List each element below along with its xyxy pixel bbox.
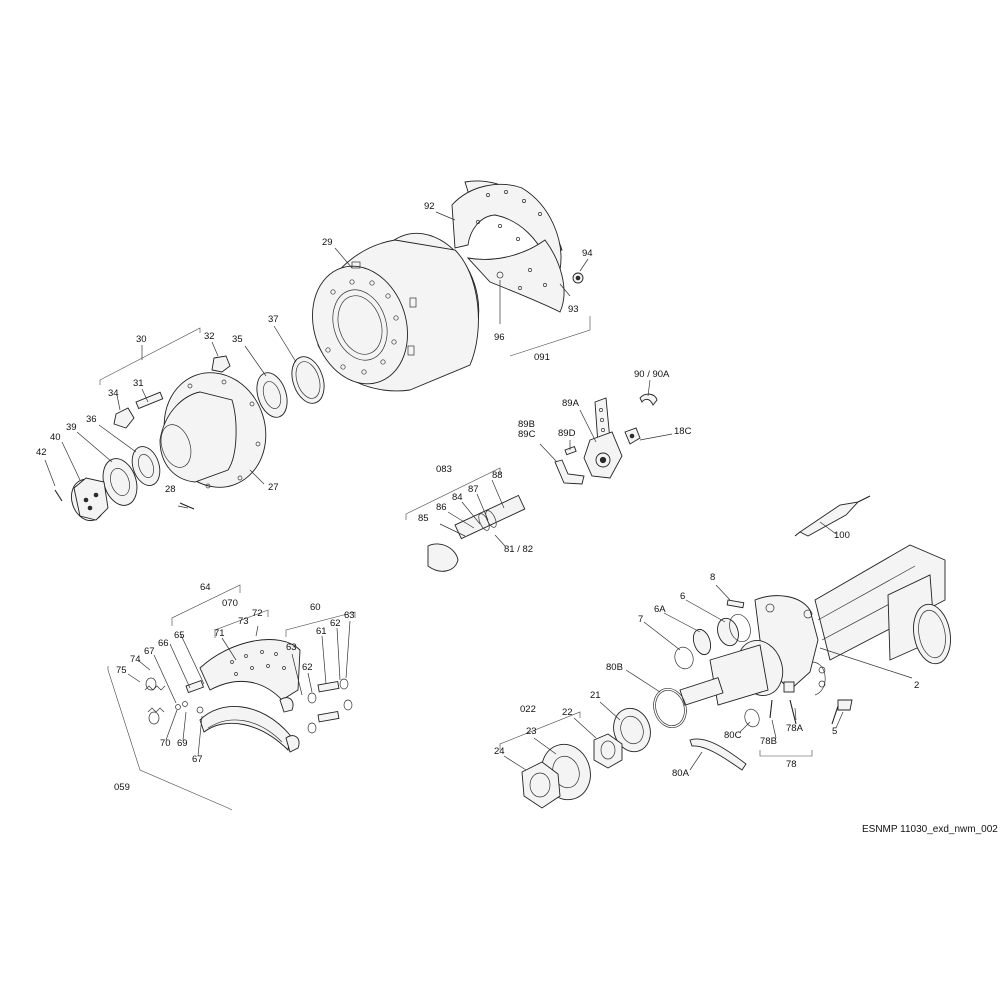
- label-31: 31: [133, 378, 144, 389]
- label-62-top: 62: [330, 618, 341, 629]
- label-059: 059: [114, 782, 130, 793]
- label-36: 36: [86, 414, 97, 425]
- label-67-top: 67: [144, 646, 155, 657]
- label-80a: 80A: [672, 768, 690, 779]
- tool-part-100: [794, 495, 871, 537]
- label-60: 60: [310, 602, 321, 613]
- label-84: 84: [452, 492, 463, 503]
- label-091: 091: [534, 352, 550, 363]
- label-7: 7: [638, 614, 643, 625]
- drawing-reference-id: ESNMP 11030_exd_nwm_002: [862, 824, 998, 835]
- label-93: 93: [568, 304, 579, 315]
- label-070: 070: [222, 598, 238, 609]
- label-90-90a: 90 / 90A: [634, 369, 670, 380]
- label-35: 35: [232, 334, 243, 345]
- label-75: 75: [116, 665, 127, 676]
- label-89a: 89A: [562, 398, 580, 409]
- label-87: 87: [468, 484, 479, 495]
- axle-beam-assembly: [679, 544, 951, 757]
- label-022: 022: [520, 704, 536, 715]
- bearings-and-seal: [98, 325, 325, 486]
- wheel-studs-and-nuts: [99, 327, 231, 429]
- label-85: 85: [418, 513, 429, 524]
- label-100: 100: [834, 530, 850, 541]
- label-63: 63: [286, 642, 297, 653]
- label-86: 86: [436, 502, 447, 513]
- label-70: 70: [160, 738, 171, 749]
- backing-plate-assembly: [435, 180, 591, 357]
- label-18c: 18C: [674, 426, 692, 437]
- label-23: 23: [526, 726, 537, 737]
- label-89c: 89C: [518, 429, 536, 440]
- label-71: 71: [214, 628, 225, 639]
- camshaft-assembly: [405, 467, 526, 572]
- label-083: 083: [436, 464, 452, 475]
- label-88: 88: [492, 470, 503, 481]
- label-29: 29: [322, 237, 333, 248]
- label-2: 2: [914, 680, 919, 691]
- label-6: 6: [680, 591, 685, 602]
- brake-drum: [312, 232, 480, 392]
- label-73: 73: [238, 616, 249, 627]
- label-40: 40: [50, 432, 61, 443]
- label-37: 37: [268, 314, 279, 325]
- label-8: 8: [710, 572, 715, 583]
- label-27: 27: [268, 482, 279, 493]
- label-92: 92: [424, 201, 435, 212]
- label-74: 74: [130, 654, 141, 665]
- label-28: 28: [165, 484, 176, 495]
- label-64: 64: [200, 582, 211, 593]
- label-72: 72: [252, 608, 263, 619]
- label-80c: 80C: [724, 730, 742, 741]
- shoe-pins-and-springs: [127, 620, 353, 757]
- label-32: 32: [204, 331, 215, 342]
- spindle-nuts: [499, 701, 651, 809]
- wheel-hub: [159, 372, 267, 510]
- brake-shoe-assembly: [107, 584, 356, 811]
- label-69: 69: [177, 738, 188, 749]
- label-81-82: 81 / 82: [504, 544, 533, 555]
- label-78: 78: [786, 759, 797, 770]
- hub-cap: [44, 431, 138, 522]
- label-22: 22: [562, 707, 573, 718]
- label-65: 65: [174, 630, 185, 641]
- label-62: 62: [302, 662, 313, 673]
- spindle-rings-and-sleeves: [625, 599, 760, 771]
- label-34: 34: [108, 388, 119, 399]
- label-89b: 89B: [518, 419, 535, 430]
- label-89d: 89D: [558, 428, 576, 439]
- label-30: 30: [136, 334, 147, 345]
- label-39: 39: [66, 422, 77, 433]
- label-78a: 78A: [786, 723, 804, 734]
- label-80b: 80B: [606, 662, 623, 673]
- label-6a: 6A: [654, 604, 666, 615]
- label-96: 96: [494, 332, 505, 343]
- callout-labels: 92 29 94 93 96 091 30 32 35 37 34 31 36 …: [36, 201, 919, 793]
- label-61: 61: [316, 626, 327, 637]
- label-78b: 78B: [760, 736, 777, 747]
- label-24: 24: [494, 746, 505, 757]
- label-5: 5: [832, 726, 837, 737]
- label-63-top: 63: [344, 610, 355, 621]
- label-94: 94: [582, 248, 593, 259]
- label-67-bottom: 67: [192, 754, 203, 765]
- label-21: 21: [590, 690, 601, 701]
- label-66: 66: [158, 638, 169, 649]
- label-42: 42: [36, 447, 47, 458]
- slack-adjuster-assembly: [539, 379, 673, 485]
